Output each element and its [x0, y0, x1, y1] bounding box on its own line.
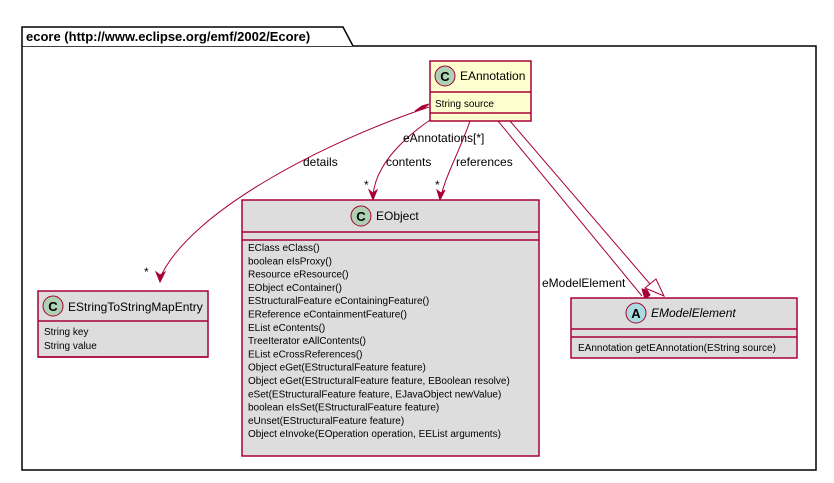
- operation: EObject eContainer(): [248, 283, 342, 294]
- multiplicity-references: *: [435, 178, 440, 192]
- operation: Resource eResource(): [248, 270, 349, 281]
- class-name-estringtostringmapentry: EStringToStringMapEntry: [68, 300, 203, 314]
- attribute: String key: [44, 327, 88, 338]
- arrowhead-details: [154, 270, 167, 284]
- edge-labels: details * contents * references * eAnnot…: [144, 131, 626, 290]
- edge-eannotations: [497, 120, 643, 297]
- operation: EList eContents(): [248, 323, 325, 334]
- operation: EAnnotation getEAnnotation(EString sourc…: [578, 343, 776, 354]
- label-contents: contents: [386, 155, 431, 169]
- operation: EList eCrossReferences(): [248, 349, 362, 360]
- class-icon: [434, 65, 456, 87]
- label-eannotations: eAnnotations[*]: [403, 131, 484, 145]
- label-references: references: [456, 155, 513, 169]
- operation: eSet(EStructuralFeature feature, EJavaOb…: [248, 389, 501, 400]
- label-details: details: [303, 155, 338, 169]
- class-box-emodelelement: [570, 297, 798, 359]
- operation: boolean eIsProxy(): [248, 256, 332, 267]
- composition-diamond-details: [414, 103, 430, 112]
- operation: eUnset(EStructuralFeature feature): [248, 416, 404, 427]
- operation: Object eInvoke(EOperation operation, EEL…: [248, 429, 501, 440]
- attribute: String value: [44, 341, 97, 352]
- generalization-arrowhead: [644, 278, 666, 297]
- multiplicity-details: *: [144, 265, 149, 279]
- edge-details: [159, 106, 430, 279]
- class-icon: [42, 295, 64, 317]
- operation: Object eGet(EStructuralFeature feature): [248, 363, 426, 374]
- arrowhead-references: [436, 188, 446, 202]
- operation: EReference eContainmentFeature(): [248, 310, 407, 321]
- class-emodelelement[interactable]: A EModelElement EAnnotation getEAnnotati…: [570, 297, 798, 359]
- class-name-emodelelement: EModelElement: [651, 306, 736, 320]
- edge-references: [440, 120, 471, 197]
- abstract-class-icon: [625, 302, 647, 324]
- label-emodelelement: eModelElement: [542, 276, 626, 290]
- operation: boolean eIsSet(EStructuralFeature featur…: [248, 403, 439, 414]
- operation-list: EClass eClass() boolean eIsProxy() Resourc…: [248, 243, 510, 440]
- operation: TreeIterator eAllContents(): [248, 336, 366, 347]
- operation: EStructuralFeature eContainingFeature(): [248, 296, 429, 307]
- operation: Object eGet(EStructuralFeature feature, …: [248, 376, 510, 387]
- edge-generalization: [509, 120, 651, 285]
- class-eannotation[interactable]: C EAnnotation String source: [429, 60, 532, 122]
- multiplicity-contents: *: [364, 178, 369, 192]
- class-estringtostringmapentry[interactable]: C EStringToStringMapEntry String key Str…: [37, 290, 209, 358]
- class-stereotype-letter: A: [631, 306, 641, 321]
- class-name-eannotation: EAnnotation: [460, 69, 525, 83]
- package-title: ecore (http://www.eclipse.org/emf/2002/E…: [26, 29, 310, 44]
- arrowhead-contents: [367, 188, 379, 202]
- composition-diamond-emodelelement: [641, 288, 651, 300]
- class-name-eobject: EObject: [376, 209, 419, 223]
- package-tab: [21, 26, 354, 47]
- operation: EClass eClass(): [248, 243, 320, 254]
- attribute: String source: [435, 99, 494, 110]
- class-eobject[interactable]: C EObject EClass eClass() boolean eIsProx…: [241, 199, 540, 457]
- class-box-eobject: [241, 199, 540, 457]
- class-stereotype-letter: C: [356, 209, 366, 224]
- class-box-estringtostringmapentry: [37, 290, 209, 358]
- class-stereotype-letter: C: [440, 69, 450, 84]
- class-icon: [350, 205, 372, 227]
- class-stereotype-letter: C: [48, 299, 58, 314]
